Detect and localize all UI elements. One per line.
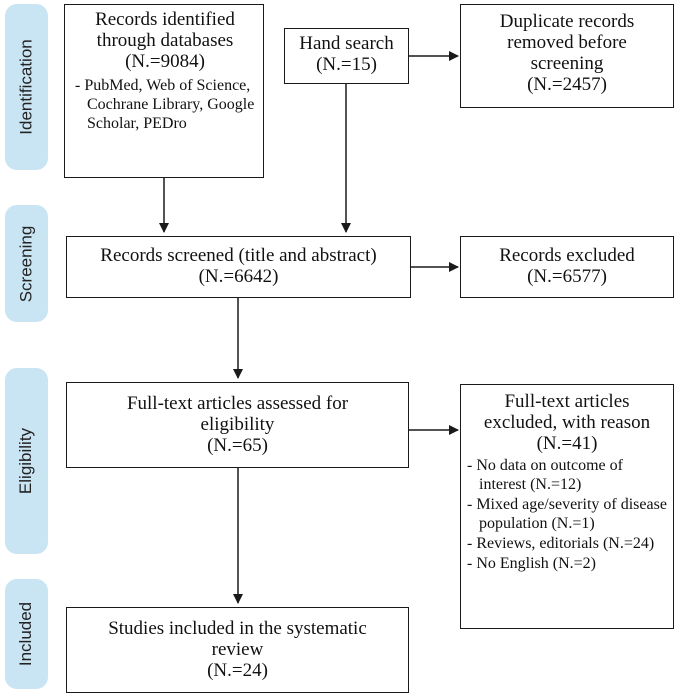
database-list: PubMed, Web of Science, Cochrane Library… [75,76,255,133]
exclusion-reason-item: Mixed age/severity of disease population… [467,495,667,533]
records-excluded-title: Records excluded [499,245,635,266]
exclusion-reason-item: No English (N.=2) [467,554,667,573]
records-screened-title: Records screened (title and abstract) [100,245,377,266]
studies-included-count: (N.=24) [207,660,268,681]
fulltext-assessed-title: Full-text articles assessed for eligibil… [126,393,349,435]
records-identified-count: (N.=9084) [125,51,205,72]
duplicates-removed-title: Duplicate records removed before screeni… [499,11,635,74]
stage-included: Included [5,579,48,689]
exclusion-reason-item: No data on outcome of interest (N.=12) [467,456,667,494]
box-records-excluded: Records excluded (N.=6577) [460,236,674,298]
stage-screening: Screening [5,205,48,322]
records-excluded-count: (N.=6577) [527,266,607,287]
exclusion-reason-item: Reviews, editorials (N.=24) [467,534,667,553]
exclusion-reasons-list: No data on outcome of interest (N.=12) M… [467,456,667,573]
stage-identification: Identification [5,4,48,170]
box-duplicates-removed: Duplicate records removed before screeni… [460,4,674,108]
records-screened-count: (N.=6642) [198,266,279,287]
records-identified-title: Records identified through databases [95,9,235,51]
box-records-identified: Records identified through databases (N.… [64,4,264,178]
stage-eligibility: Eligibility [5,368,48,554]
studies-included-title: Studies included in the systematic revie… [108,618,367,660]
fulltext-excluded-title: Full-text articles excluded, with reason [483,391,651,433]
database-list-item: PubMed, Web of Science, Cochrane Library… [75,76,255,133]
box-hand-search: Hand search (N.=15) [284,28,409,84]
hand-search-title: Hand search [299,33,394,54]
box-fulltext-excluded: Full-text articles excluded, with reason… [460,384,674,629]
box-fulltext-assessed: Full-text articles assessed for eligibil… [66,382,409,468]
hand-search-count: (N.=15) [316,54,377,75]
box-studies-included: Studies included in the systematic revie… [66,607,409,693]
duplicates-removed-count: (N.=2457) [527,74,607,95]
fulltext-excluded-count: (N.=41) [536,433,598,454]
fulltext-assessed-count: (N.=65) [207,435,268,456]
box-records-screened: Records screened (title and abstract) (N… [66,236,411,298]
